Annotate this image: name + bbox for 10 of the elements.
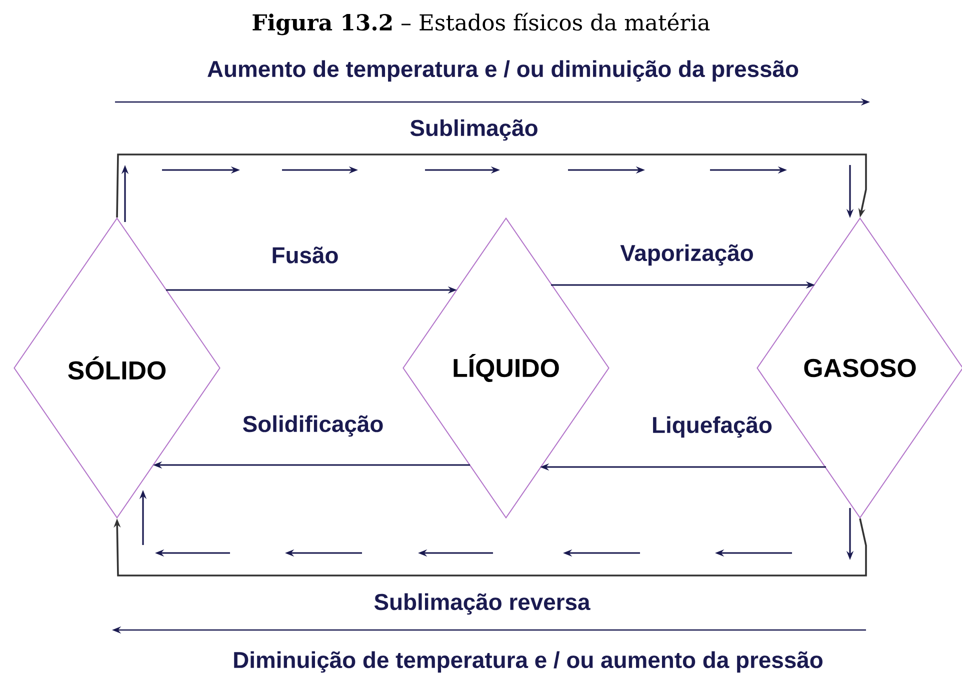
caption-text: Diminuição de temperatura e / ou aumento da pressão: [234, 651, 822, 673]
edge-label: Sublimação: [408, 118, 540, 142]
edge-label: Vaporização: [619, 243, 755, 267]
figure-title: Figura 13.2 – Estados físicos da matéria: [252, 12, 710, 36]
arrow: [114, 518, 867, 576]
caption-text: Aumento de temperatura e / ou diminuição da pressão: [208, 60, 798, 82]
edge-label: Solidificação: [241, 414, 385, 438]
edge-label: Sublimação reversa: [372, 592, 592, 616]
edge-label: Fusão: [270, 246, 340, 264]
arrow: [116, 154, 867, 218]
